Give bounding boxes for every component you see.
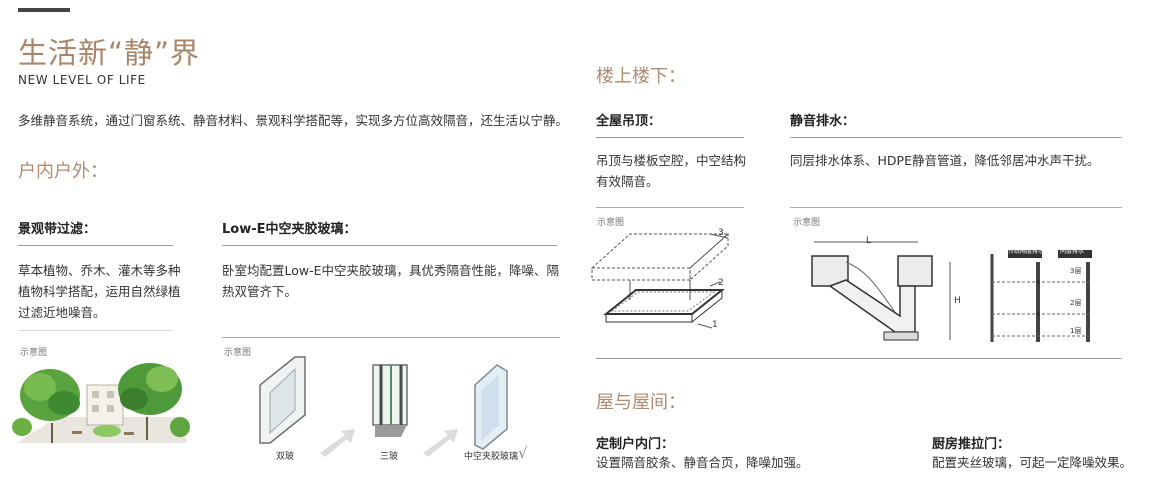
drain-rule xyxy=(790,137,1122,138)
floor-label-2: 2层 xyxy=(1070,299,1082,307)
landscape-title: 景观带过滤： xyxy=(18,222,97,237)
landscape-desc: 草本植物、乔木、灌木等多种植物科学搭配，运用自然绿植过滤近地噪音。 xyxy=(18,263,181,320)
glass-label-double: 双玻 xyxy=(276,452,295,462)
page-subtitle: NEW LEVEL OF LIFE xyxy=(18,73,146,87)
ceiling-marker-3: 3 xyxy=(718,228,724,238)
arrow-icon xyxy=(423,429,458,457)
ceiling-diagram-label: 示意图 xyxy=(597,218,625,228)
ceiling-title: 全屋吊顶： xyxy=(596,114,662,129)
drain-title: 静音排水： xyxy=(790,114,856,129)
drain-desc: 同层排水体系、HDPE静音管道，降低邻居冲水声干扰。 xyxy=(790,153,1100,168)
pipe-fitting-diagram xyxy=(811,241,951,341)
ceiling-marker-2: 2 xyxy=(718,278,724,288)
lowe-diagram-label: 示意图 xyxy=(224,348,252,358)
ceiling-diagram xyxy=(590,232,730,329)
arrow-icon xyxy=(320,429,355,457)
legend-traditional-drain: 传统隔层排水 xyxy=(1008,248,1045,255)
kitchen-door-desc: 配置夹丝玻璃，可起一定降噪效果。 xyxy=(932,455,1133,470)
lowe-glass-title: Low-E中空夹胶玻璃： xyxy=(222,222,357,237)
landscape-diagram-label: 示意图 xyxy=(20,348,48,358)
dim-label-length: L xyxy=(866,236,872,246)
ceiling-marker-1: 1 xyxy=(712,320,718,330)
intro-text: 多维静音系统，通过门窗系统、静音材料、景观科学搭配等，实现多方位高效隔音，还生活… xyxy=(18,113,569,128)
ceiling-diagram-rule xyxy=(596,207,744,208)
landscape-diagram-rule xyxy=(18,330,173,331)
door-title: 定制户内门： xyxy=(596,437,675,452)
kitchen-door-title: 厨房推拉门： xyxy=(932,437,1011,452)
drain-diagram-label: 示意图 xyxy=(793,218,821,228)
glass-label-triple: 三玻 xyxy=(380,452,399,462)
page-title: 生活新“静”界 xyxy=(18,36,201,70)
section-heading-upstairs: 楼上楼下： xyxy=(596,66,686,87)
legend-same-floor-drain: 同层排水 xyxy=(1060,248,1085,255)
floor-label-3: 3层 xyxy=(1070,267,1082,275)
lowe-diagram-rule xyxy=(222,337,560,338)
floor-drain-comparison-diagram xyxy=(990,250,1092,342)
check-mark: √ xyxy=(518,444,528,462)
floor-label-1: 1层 xyxy=(1070,327,1082,335)
section-heading-rooms: 屋与屋间： xyxy=(596,392,686,413)
upstairs-bottom-rule xyxy=(596,358,1122,359)
glass-label-laminated: 中空夹胶玻璃 xyxy=(464,452,519,462)
lowe-rule xyxy=(222,245,557,246)
drain-diagram-rule xyxy=(790,207,1122,208)
section-heading-indoor-outdoor: 户内户外： xyxy=(18,161,108,182)
lowe-desc: 卧室均配置Low-E中空夹胶玻璃，具优秀隔音性能，降噪、隔热双管齐下。 xyxy=(222,263,560,299)
top-accent-bar xyxy=(18,8,70,12)
ceiling-desc: 吊顶与楼板空腔，中空结构有效隔音。 xyxy=(596,153,747,189)
landscape-shrub xyxy=(12,418,32,436)
dim-label-height: H xyxy=(954,296,961,306)
landscape-rule xyxy=(18,245,173,246)
door-desc: 设置隔音胶条、静音合页，降噪加强。 xyxy=(596,455,809,470)
glass-comparison-diagram xyxy=(259,356,508,457)
ceiling-rule xyxy=(596,137,744,138)
landscape-illustration xyxy=(12,363,190,443)
